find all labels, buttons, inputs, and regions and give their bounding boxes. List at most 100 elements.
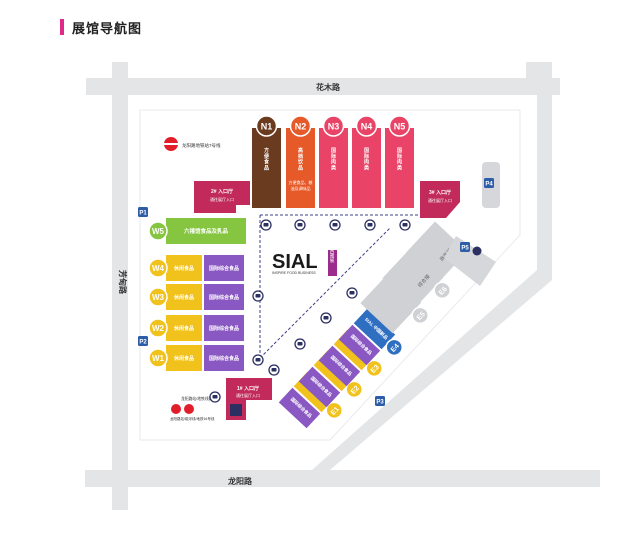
hall-block-left <box>166 255 202 281</box>
shuttle-stop[interactable] <box>209 391 221 403</box>
hall-code: N2 <box>295 122 307 132</box>
page-title: 展馆导航图 <box>72 21 143 36</box>
hall-name-char: 国 <box>331 147 336 154</box>
shuttle-stop[interactable] <box>364 219 376 231</box>
hall-code: W5 <box>152 227 165 236</box>
hall-right-name: 国际综合食品 <box>209 355 239 362</box>
hall-code: E5 <box>416 311 427 322</box>
hall-badge <box>433 281 451 300</box>
metro-legend-bottom: 龙阳路站/地铁线路 龙阳路站/磁浮线/地铁16号线 <box>170 396 215 421</box>
hall-name-char: 际 <box>364 153 369 160</box>
entrance-1-sub: 通往展厅入口 <box>236 392 260 398</box>
hall-w3[interactable]: 休闲食品国际综合食品W3 <box>148 284 244 310</box>
bus-glyph <box>323 316 329 320</box>
sial-logo-text: SIAL <box>272 251 318 273</box>
shuttle-stop[interactable] <box>294 338 306 350</box>
hall-name-char: 际 <box>397 153 402 160</box>
metro-note-bottom: 龙阳路站/磁浮线/地铁16号线 <box>170 416 215 421</box>
shuttle-stop[interactable] <box>252 290 264 302</box>
shuttle-stop[interactable] <box>320 312 332 324</box>
bus-glyph <box>255 294 261 298</box>
venue-map[interactable]: 花木路 芳甸路 龙阳路 龙阳路地铁站7号线 龙阳路站/地铁线路 龙阳路站/磁浮线… <box>0 40 644 532</box>
bus-glyph <box>349 291 355 295</box>
parking-p3[interactable]: P3 <box>375 396 385 406</box>
west-halls: 六禧馆食品及乳品W5休闲食品国际综合食品W4休闲食品国际综合食品W3休闲食品国际… <box>148 218 246 371</box>
hall-badge <box>385 338 403 357</box>
hall-name-char: 际 <box>331 153 336 160</box>
hall-name: 方便食品 <box>264 147 270 171</box>
shuttle-stop[interactable] <box>268 364 280 376</box>
hall-name-char: 高 <box>298 147 303 154</box>
hall-w2[interactable]: 休闲食品国际综合食品W2 <box>148 315 244 341</box>
hall-right-name: 国际综合食品 <box>209 265 239 272</box>
hall-w4[interactable]: 休闲食品国际综合食品W4 <box>148 255 244 281</box>
hall-w1[interactable]: 休闲食品国际综合食品W1 <box>148 345 244 371</box>
entrance-1-sign-icon <box>230 404 242 416</box>
shuttle-stop[interactable] <box>252 354 264 366</box>
hall-name-char: 便 <box>264 153 270 160</box>
sial-logo-side-bg <box>328 250 337 276</box>
parking-icon <box>484 178 494 188</box>
entrance-2[interactable]: 2# 入口厅 通往展厅入口 <box>194 181 250 213</box>
north-halls: N1方便食品N2高档饮品方便食品、粮油及调味品N3国际肉类N4国际肉类N5国际肉… <box>252 115 414 208</box>
hall-name-char: 国 <box>397 147 402 154</box>
hall-name-char: 食 <box>264 159 270 166</box>
hall-block-right <box>204 315 244 341</box>
parking-p4[interactable]: P4 <box>484 178 494 188</box>
shuttle-stop[interactable] <box>346 287 358 299</box>
hall-badge <box>322 115 345 137</box>
venue-map-canvas: 花木路 芳甸路 龙阳路 龙阳路地铁站7号线 龙阳路站/地铁线路 龙阳路站/磁浮线… <box>85 62 600 510</box>
hall-block <box>319 128 348 208</box>
parking-p1[interactable]: P1 <box>138 207 148 217</box>
hall-badge <box>148 318 168 338</box>
metro-station[interactable]: 龙阳路地铁站7号线 <box>164 137 221 151</box>
bus-glyph <box>332 223 338 227</box>
hall-e6[interactable]: E6 <box>382 247 455 320</box>
hall-name-char: 肉 <box>397 159 402 166</box>
hall-block-right <box>204 284 244 310</box>
parking-p2[interactable]: P2 <box>138 336 148 346</box>
hall-code: E3 <box>370 364 381 375</box>
parking-icon <box>138 207 148 217</box>
bus-glyph <box>367 223 373 227</box>
entrance-3[interactable]: 3# 入口厅 通往展厅入口 <box>420 181 460 218</box>
entrance-3-label: 3# 入口厅 <box>429 189 451 196</box>
metro-logo-bar <box>164 143 178 145</box>
hall-badge <box>148 287 168 307</box>
hall-block-left <box>166 315 202 341</box>
entrance-1[interactable]: 1# 入口厅 通往展厅入口 <box>226 378 272 420</box>
hall-name-char: 方 <box>264 147 269 154</box>
hall-code: W4 <box>152 264 165 273</box>
hall-block <box>360 272 422 334</box>
hall-block <box>252 128 281 208</box>
hall-block <box>385 128 414 208</box>
parking-p5[interactable]: P5 <box>460 242 470 252</box>
shuttle-stop[interactable] <box>260 219 272 231</box>
hall-name-char: 肉 <box>364 159 369 166</box>
hall-badge <box>255 115 278 137</box>
hall-code: E4 <box>390 343 401 354</box>
hall-block-right <box>204 255 244 281</box>
site-outline <box>139 109 521 441</box>
north-road <box>86 78 560 95</box>
hall-block <box>352 128 381 208</box>
shuttle-stop[interactable] <box>399 219 411 231</box>
hall-name-char: 类 <box>364 164 369 171</box>
hall-e5[interactable]: E5 <box>360 272 433 345</box>
north-road-east-stub <box>526 62 552 95</box>
hall-badge <box>388 115 411 137</box>
bus-glyph <box>255 358 261 362</box>
sial-logo-tagline: INSPIRE FOOD BUSINESS <box>272 271 316 275</box>
hall-code: N5 <box>394 122 406 132</box>
sial-logo-side: 西雅展 <box>329 249 335 264</box>
shuttle-stop[interactable] <box>294 219 306 231</box>
shuttle-stop[interactable] <box>329 219 341 231</box>
